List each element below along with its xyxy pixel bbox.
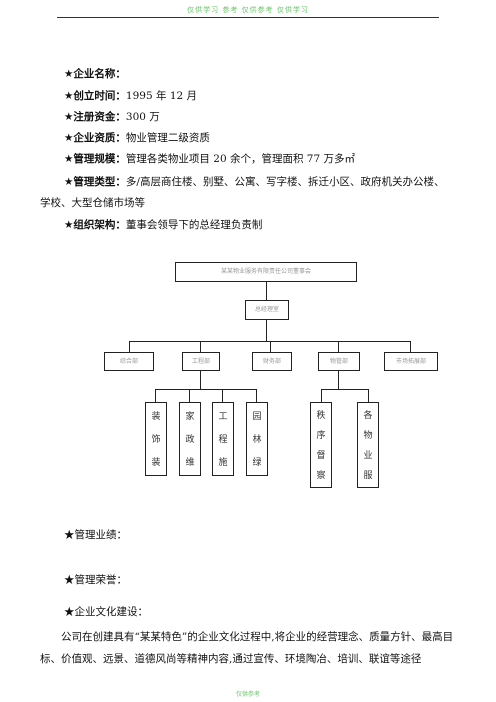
connector (270, 341, 271, 352)
header-rule (57, 17, 439, 18)
type-value: 多/高层商住楼、别墅、公寓、写字楼、拆迁小区、政府机关办公楼、 (125, 176, 445, 188)
connector (338, 371, 339, 389)
connector (155, 389, 257, 390)
culture-paragraph: 公司在创建具有“某某特色”的企业文化过程中,将企业的经营理念、质量方针、最高目标… (40, 631, 454, 665)
scale-value: 管理各类物业项目 20 余个，管理面积 77 万多㎡ (125, 153, 355, 165)
info-qualification: ★企业资质：物业管理二级资质 (64, 131, 210, 145)
org-unit-decoration: 装饰装 (145, 402, 167, 476)
org-box-property: 物管部 (318, 352, 360, 371)
company-name-label: ★企业名称： (64, 68, 126, 80)
info-capital: ★注册资金：300 万 (64, 110, 160, 124)
connector (321, 389, 369, 390)
founded-value: 1995 年 12 月 (125, 90, 198, 102)
connector (256, 389, 257, 402)
section-culture: ★企业文化建设： (64, 606, 148, 618)
qualification-value: 物业管理二级资质 (125, 132, 210, 144)
org-unit-property-services: 各物业服 (357, 402, 379, 488)
connector (155, 389, 156, 402)
info-org: ★组织架构：董事会领导下的总经理负责制 (64, 218, 262, 232)
connector (368, 389, 369, 402)
capital-label: ★注册资金： (64, 111, 126, 123)
info-type: ★管理类型：多/高层商住楼、别墅、公寓、写字楼、拆迁小区、政府机关办公楼、 (64, 175, 444, 189)
connector (189, 389, 190, 402)
connector (200, 371, 201, 389)
header-watermark: 仅供学习 参考 仅供参考 仅供学习 (187, 6, 309, 14)
org-box-engineering: 工程部 (182, 352, 220, 371)
org-box-admin: 综合部 (104, 352, 154, 371)
org-box-marketing: 市场拓展部 (384, 352, 438, 371)
org-unit-construction: 工程施 (212, 402, 234, 476)
org-unit-housekeeping: 家政维 (179, 402, 201, 476)
org-value: 董事会领导下的总经理负责制 (125, 219, 263, 231)
org-unit-landscaping: 园林绿 (246, 402, 268, 476)
qualification-label: ★企业资质： (64, 132, 126, 144)
connector (200, 341, 201, 352)
capital-value: 300 万 (125, 111, 160, 123)
info-scale: ★管理规模：管理各类物业项目 20 余个，管理面积 77 万多㎡ (64, 152, 355, 166)
type-label: ★管理类型： (64, 176, 126, 188)
org-unit-order-supervision: 秩序督察 (310, 402, 332, 488)
connector (129, 341, 410, 342)
org-box-finance: 财务部 (252, 352, 292, 371)
section-performance: ★管理业绩： (64, 529, 127, 541)
connector (338, 341, 339, 352)
footer-watermark: 仅供参考 (235, 691, 260, 698)
info-founded: ★创立时间：1995 年 12 月 (64, 89, 197, 103)
connector (222, 389, 223, 402)
connector (266, 282, 267, 300)
org-label: ★组织架构： (64, 219, 126, 231)
connector (266, 320, 267, 341)
org-box-board: 某某物业服务有限责任公司董事会 (175, 262, 357, 282)
section-honors: ★管理荣誉： (64, 574, 127, 586)
connector (410, 341, 411, 352)
info-type-cont: 学校、大型仓储市场等 (40, 197, 145, 209)
info-company-name: ★企业名称： (64, 67, 126, 81)
connector (321, 389, 322, 402)
founded-label: ★创立时间： (64, 90, 126, 102)
connector (129, 341, 130, 352)
scale-label: ★管理规模： (64, 153, 126, 165)
org-box-gm-office: 总经理室 (245, 300, 289, 320)
